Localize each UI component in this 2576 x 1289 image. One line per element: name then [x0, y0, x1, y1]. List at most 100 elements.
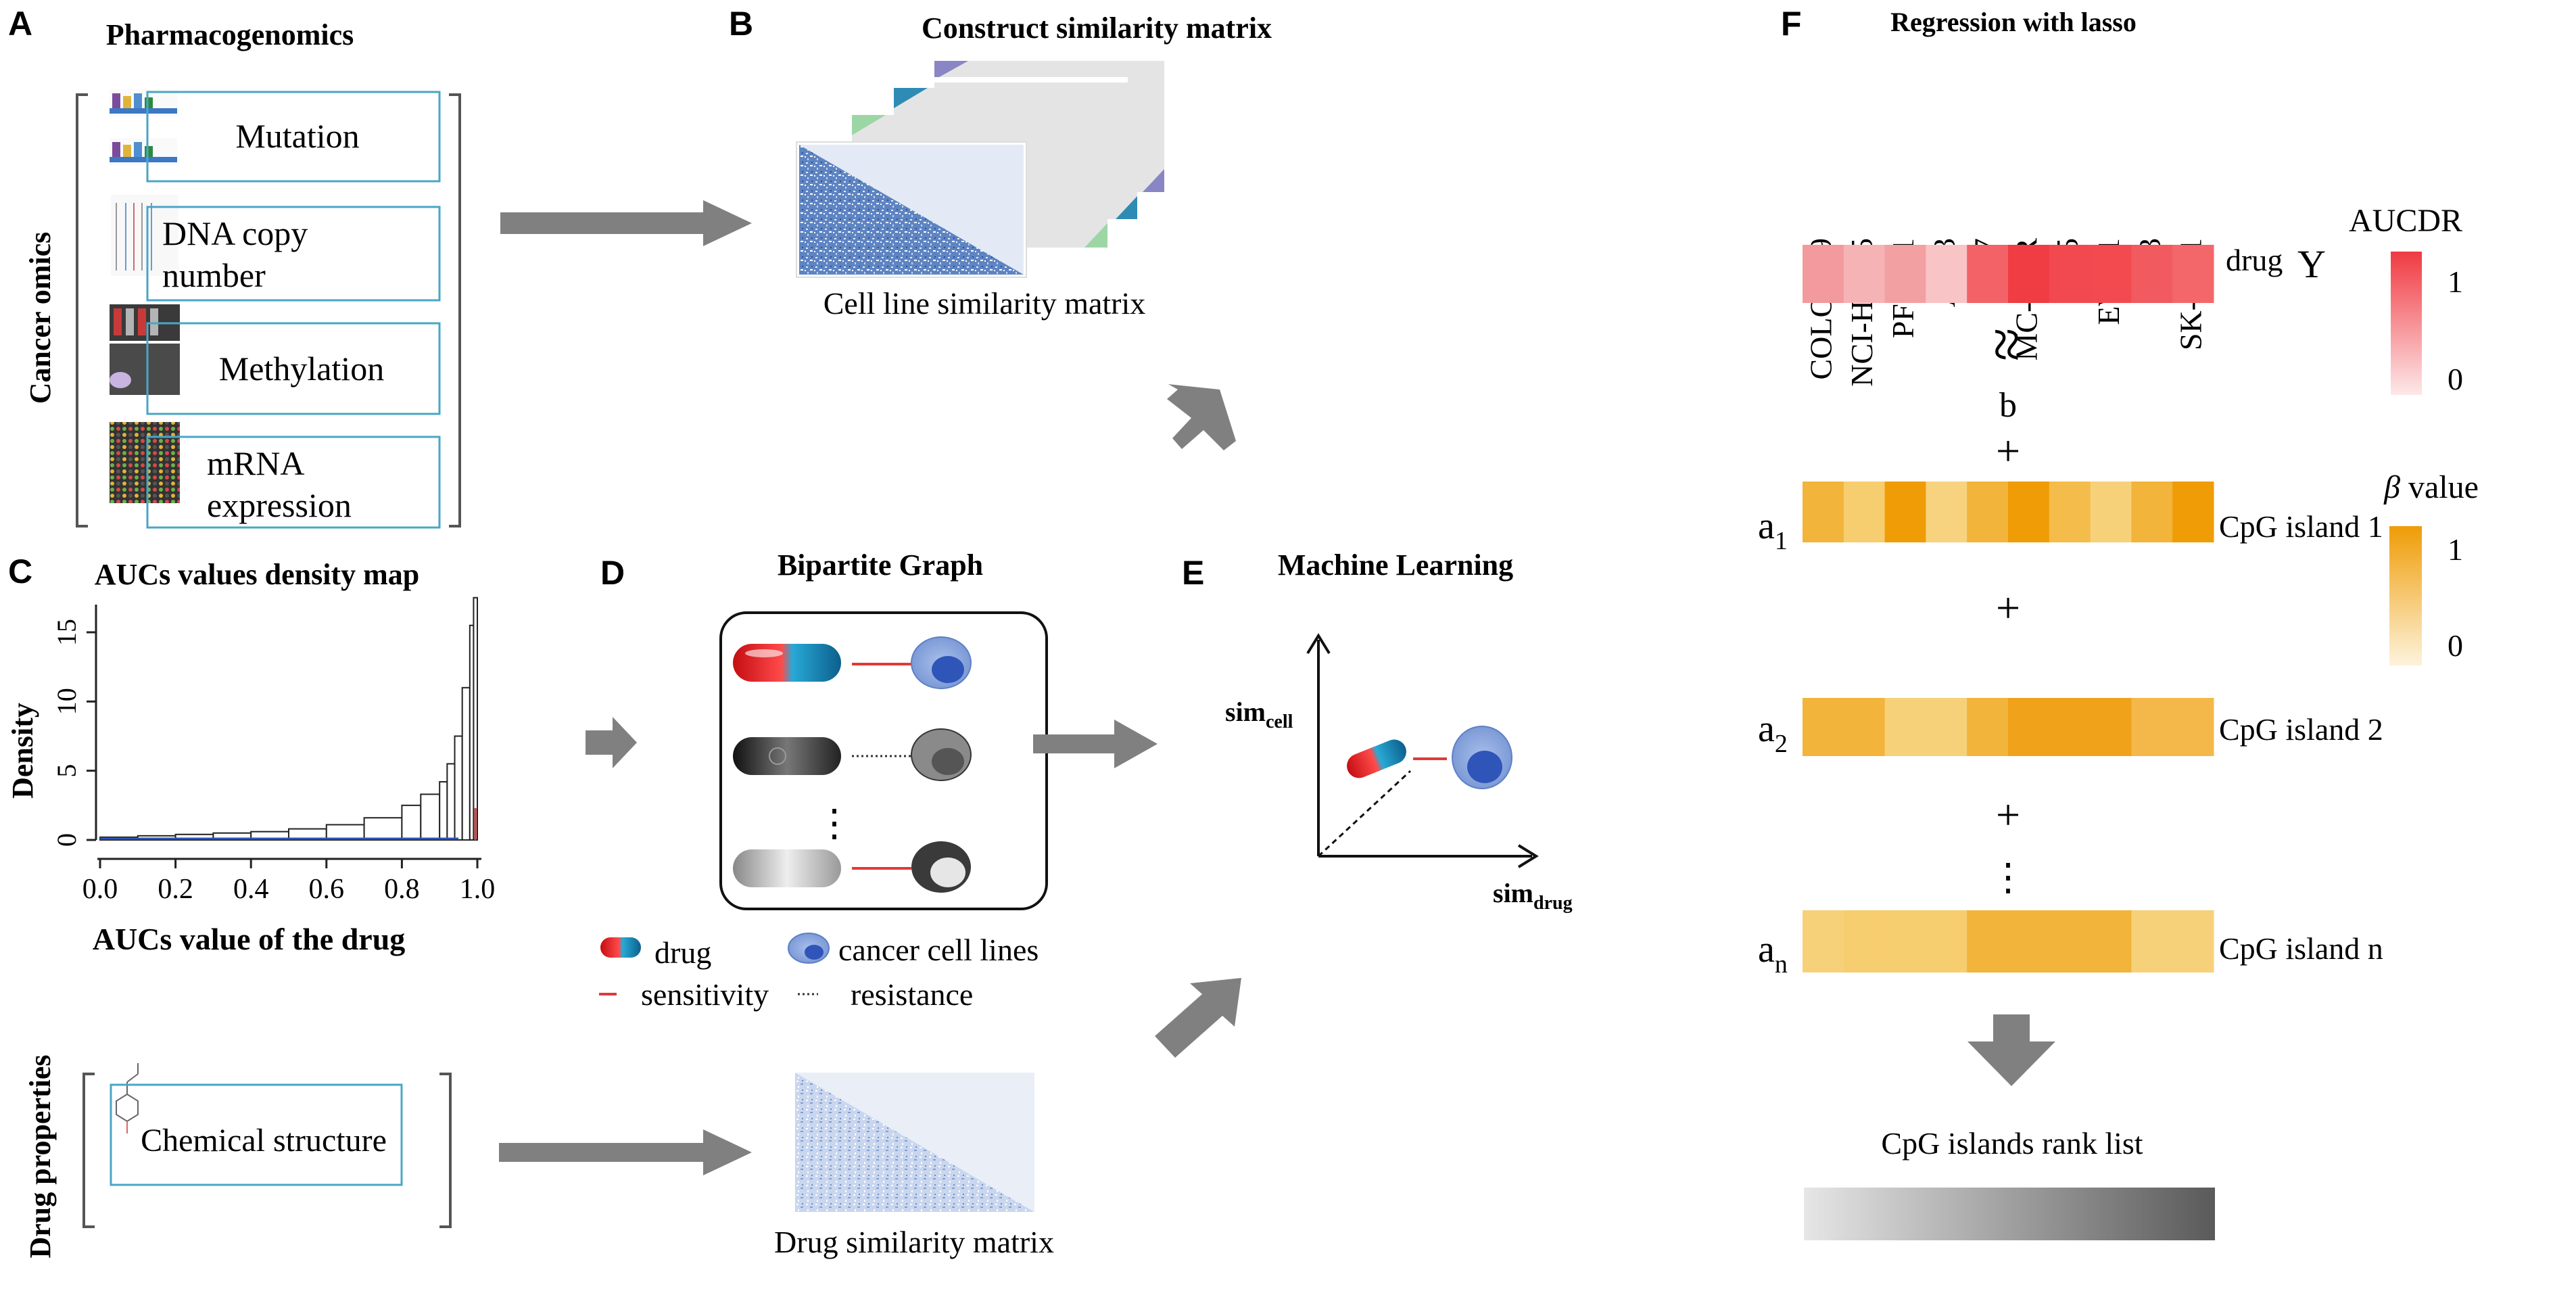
- bipartite-legend: drug cancer cell lines sensitivity resis…: [599, 933, 1039, 1012]
- ml-drug-pill-icon: [1347, 739, 1406, 778]
- panel-e: E Machine Learning simcell simdrug: [1033, 548, 1573, 1058]
- heatmap-cell: [2008, 482, 2050, 542]
- y-tick-label: 0: [51, 833, 82, 847]
- cancer-cell-blue: [911, 636, 972, 689]
- heatmap-cell: [2131, 698, 2173, 756]
- coef-an-main: a: [1758, 929, 1775, 970]
- beta-legend-bar: [2389, 526, 2422, 665]
- ml-x-arrowhead-icon: [1517, 844, 1539, 868]
- panel-b: B Construct similarity matrix Cell line …: [500, 5, 1272, 450]
- panel-a: A Pharmacogenomics Cancer omics Mutation: [8, 5, 461, 529]
- drug-pill-red: [733, 644, 841, 682]
- ml-y-label: simcell: [1225, 697, 1293, 732]
- heat-row-cpg1: [1803, 482, 2214, 542]
- cpg-island-n-label: CpG island n: [2219, 931, 2383, 966]
- chemical-structure-icon: [116, 1063, 139, 1133]
- panel-c: C AUCs values density map Density AUCs v…: [6, 553, 495, 956]
- cpg-island-2-label: CpG island 2: [2219, 712, 2383, 747]
- legend-drug-label: drug: [654, 935, 711, 970]
- heatmap-cell: [2090, 245, 2132, 303]
- machine-learning-title: Machine Learning: [1278, 548, 1513, 582]
- legend-drug-pill-icon: [600, 937, 641, 958]
- heatmap-cell: [2049, 698, 2091, 756]
- heatmap-cell: [1926, 698, 1967, 756]
- histogram-bar: [420, 793, 441, 841]
- histogram-bar: [363, 817, 403, 841]
- heatmap-cell: [2131, 482, 2173, 542]
- panel-letter-e: E: [1182, 554, 1204, 592]
- coef-a2-sub: 2: [1775, 730, 1788, 758]
- bipartite-graph-title: Bipartite Graph: [778, 548, 983, 582]
- y-tick-label: 10: [51, 688, 82, 715]
- mutation-label: Mutation: [235, 117, 359, 155]
- plus-sign-1: +: [1996, 427, 2020, 475]
- regression-title: Regression with lasso: [1890, 7, 2137, 37]
- legend-cells-label: cancer cell lines: [838, 933, 1039, 967]
- heat-row-cpgn: [1803, 910, 2214, 972]
- x-tick-label: 0.0: [82, 874, 118, 905]
- ml-cell-icon: [1452, 726, 1512, 789]
- copy-number-thumbnail: [111, 195, 178, 276]
- arrow-drug-to-e: [1155, 978, 1241, 1058]
- arrow-down-rank: [1967, 1014, 2055, 1086]
- heatmap-cell: [2172, 245, 2214, 303]
- chemical-structure-label: Chemical structure: [141, 1123, 387, 1158]
- rank-list-label: CpG islands rank list: [1881, 1126, 2143, 1161]
- chart-bars: [99, 596, 478, 841]
- panel-letter-d: D: [600, 554, 625, 592]
- drug-similarity-caption: Drug similarity matrix: [774, 1225, 1054, 1259]
- copy-number-box: [146, 206, 441, 302]
- beta-legend-min: 0: [2448, 628, 2463, 663]
- ml-x-label: simdrug: [1493, 878, 1573, 914]
- heatmap-cell: [1926, 245, 1967, 303]
- heatmap-cell: [2008, 698, 2050, 756]
- panel-letter-a: A: [8, 5, 32, 43]
- beta-symbol: β: [2383, 469, 2400, 505]
- approx-symbol: ≈: [1973, 328, 2040, 361]
- legend-cell-nucleus-icon: [805, 945, 824, 960]
- heat-row-cpg2: [1803, 698, 2214, 756]
- x-tick-label: 0.6: [309, 874, 345, 905]
- plus-sign-2: +: [1996, 584, 2020, 632]
- y-symbol: Y: [2297, 242, 2326, 286]
- panel-letter-f: F: [1781, 5, 1802, 43]
- ml-x-label-main: sim: [1493, 878, 1533, 908]
- heatmap-cell: [1843, 482, 1886, 542]
- bracket-right: [449, 93, 461, 528]
- drug-bracket-left: [82, 1073, 95, 1228]
- chart-x-label: AUCs value of the drug: [93, 922, 406, 956]
- x-tick-label: 0.8: [384, 874, 420, 905]
- heatmap-cell: [1803, 698, 1844, 756]
- coef-a2-main: a: [1758, 708, 1775, 750]
- histogram-bar: [401, 804, 422, 841]
- ml-x-label-sub: drug: [1533, 893, 1573, 914]
- vertical-ellipsis: ⋮: [1989, 857, 2027, 899]
- panel-d: D Bipartite Graph ⋮: [586, 548, 1048, 1012]
- ml-y-label-sub: cell: [1266, 711, 1293, 732]
- heatmap-cell: [1803, 245, 1844, 303]
- drug-pill-black: [733, 737, 841, 775]
- heatmap-cell: [1884, 245, 1926, 303]
- heatmap-cell: [2049, 910, 2091, 972]
- heatmap-cell: [1967, 698, 2009, 756]
- coef-a1: a1: [1758, 505, 1788, 555]
- heatmap-cell: [1884, 482, 1926, 542]
- heatmap-cell: [1967, 482, 2009, 542]
- heatmap-cell: [2008, 910, 2050, 972]
- coef-an-sub: n: [1775, 950, 1788, 979]
- heatmap-cell: [1843, 698, 1886, 756]
- drug-pill-gray: [733, 849, 841, 887]
- arrow-chem-to-matrix: [499, 1129, 752, 1175]
- aucdr-legend-bar: [2391, 252, 2422, 395]
- methylation-thumbnail: [110, 304, 180, 395]
- rank-list-bar: [1804, 1188, 2215, 1240]
- cancer-omics-label: Cancer omics: [24, 232, 57, 404]
- heatmap-cell: [2090, 910, 2132, 972]
- drug-row-label: drug: [2226, 243, 2283, 277]
- copy-number-label-line2: number: [162, 256, 266, 294]
- bipartite-graph-box: [719, 611, 1048, 910]
- bracket-left: [76, 93, 88, 528]
- legend-sensitivity-label: sensitivity: [641, 977, 769, 1012]
- coef-an: an: [1758, 929, 1788, 979]
